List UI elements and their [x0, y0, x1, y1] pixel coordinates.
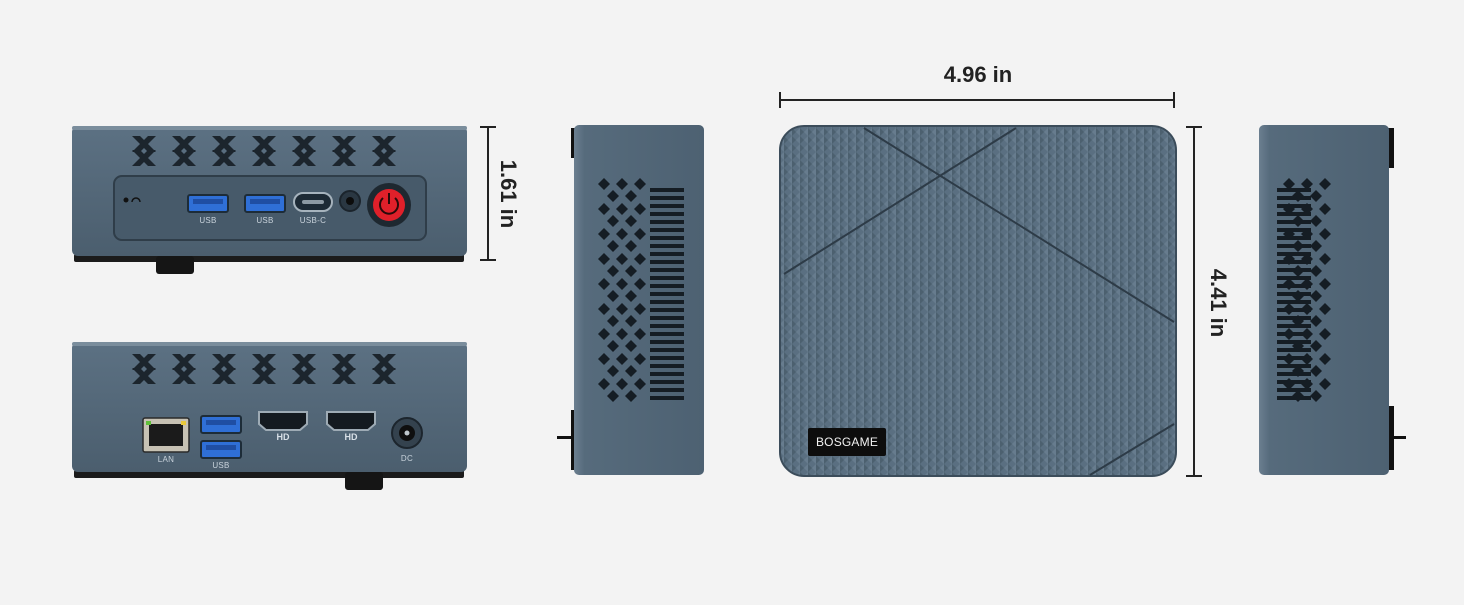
- depth-dimension-label: 4.41 in: [1206, 268, 1231, 338]
- rear-usb-label: USB: [212, 461, 230, 470]
- height-dimension-line: [480, 126, 496, 261]
- front-view-stand: [156, 256, 194, 274]
- brand-logo: BOSGAME: [808, 428, 886, 456]
- hdmi-port-1: [258, 411, 308, 431]
- width-dimension-line: [779, 92, 1175, 108]
- front-usb-1-label: USB: [199, 216, 217, 225]
- front-usb-c-label: USB-C: [299, 216, 327, 225]
- rear-hdmi-2-label: HD: [344, 432, 358, 442]
- lan-port: [142, 417, 190, 453]
- right-side-view: [1259, 125, 1406, 475]
- front-vent-grille: [132, 136, 396, 166]
- power-button-icon: [367, 183, 411, 227]
- rear-dc-label: DC: [400, 454, 414, 463]
- front-usb-2-label: USB: [256, 216, 274, 225]
- left-side-view: [557, 125, 704, 475]
- height-dimension-label: 1.61 in: [496, 159, 521, 229]
- left-side-vent: [598, 178, 684, 402]
- hdmi-port-2: [326, 411, 376, 431]
- rear-view-body: [72, 342, 467, 472]
- brand-logo-text: BOSGAME: [815, 435, 879, 449]
- top-view-grooves: [783, 127, 1175, 476]
- dc-power-port: [391, 417, 423, 449]
- left-side-body: [574, 125, 704, 475]
- depth-dimension-line: [1186, 126, 1202, 477]
- width-dimension-label: 4.96 in: [943, 62, 1013, 87]
- rear-hdmi-1-label: HD: [276, 432, 290, 442]
- top-view-body: [779, 125, 1177, 477]
- top-view: [779, 125, 1177, 477]
- rear-view: [72, 342, 467, 490]
- rear-view-stand: [345, 472, 383, 490]
- rear-lan-label: LAN: [157, 455, 175, 464]
- front-view: [72, 126, 467, 274]
